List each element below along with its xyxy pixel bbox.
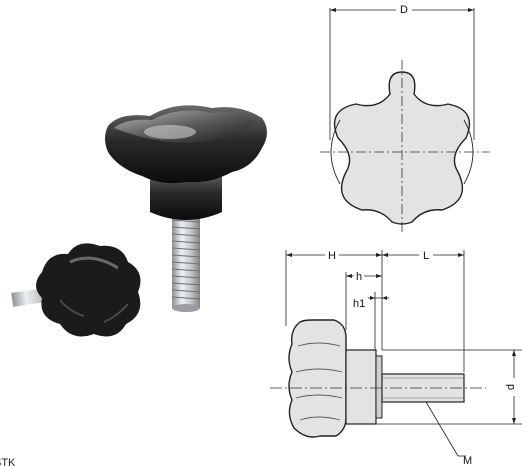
side-knob-grip-ribs — [295, 342, 343, 421]
star-knob-side-section: H L h h1 — [270, 249, 522, 466]
large-knob-threaded-stud — [172, 212, 200, 308]
dim-label-M: M — [463, 455, 472, 466]
large-knob-thread-lines — [171, 219, 201, 300]
side-knob-grip — [288, 319, 347, 438]
corner-mark: STK — [0, 457, 16, 466]
star-knob-photo-small — [11, 243, 141, 337]
outer-arc-left — [330, 119, 341, 185]
star-outline — [333, 71, 471, 225]
star-knob-top-view: D — [320, 3, 490, 232]
dim-label-h: h — [356, 271, 362, 283]
dim-label-L: L — [423, 250, 429, 262]
dim-label-H: H — [328, 250, 336, 262]
dim-label-d: d — [505, 384, 517, 390]
dim-label-D: D — [400, 4, 408, 16]
dim-label-h1: h1 — [353, 298, 365, 310]
dim-M-leader — [425, 401, 459, 457]
side-knob-hub — [345, 349, 377, 425]
star-knob-photo-large — [105, 105, 267, 312]
side-knob-insert — [375, 355, 383, 419]
